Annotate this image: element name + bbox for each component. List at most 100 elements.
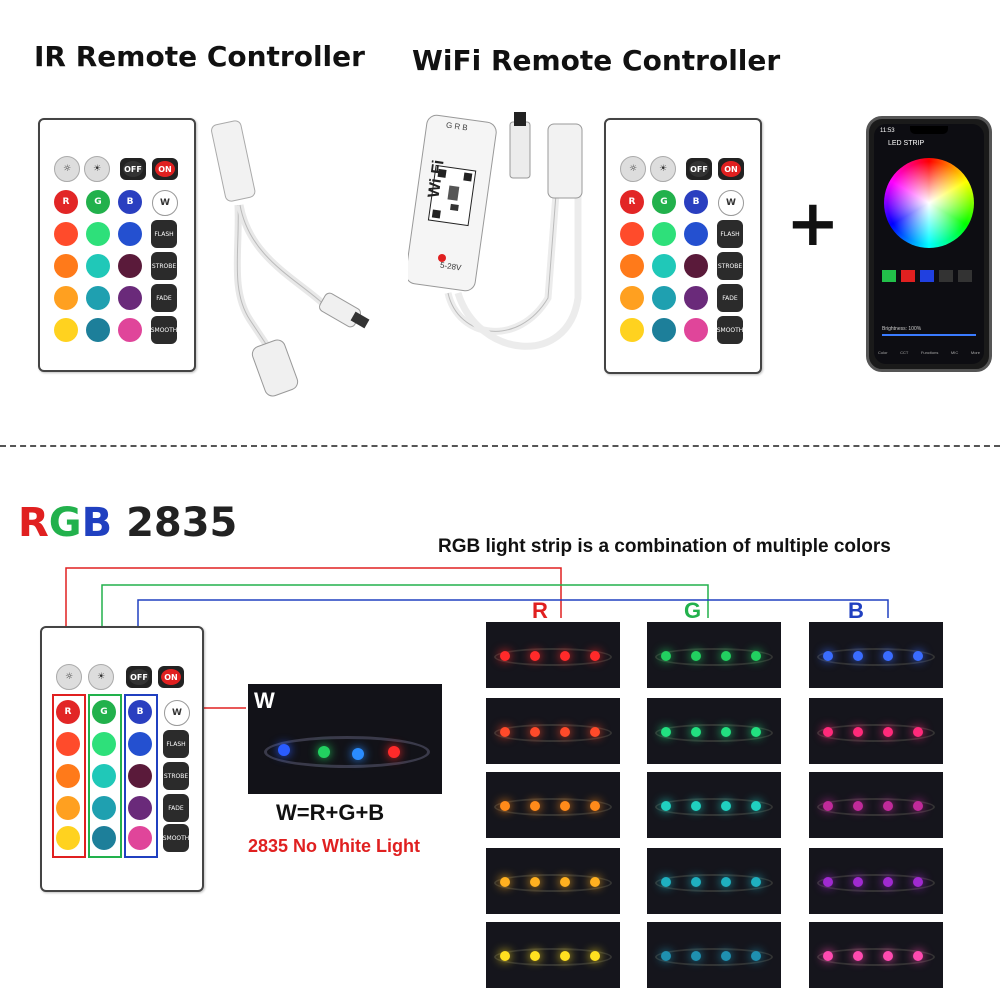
strip-photo bbox=[809, 698, 943, 764]
r-button: R bbox=[56, 700, 80, 724]
led-glow bbox=[721, 727, 731, 737]
led-glow bbox=[590, 801, 600, 811]
w-button: W bbox=[718, 190, 744, 216]
color-button bbox=[56, 796, 80, 820]
g-button: G bbox=[652, 190, 676, 214]
color-button bbox=[118, 318, 142, 342]
rgb-text: RGB bbox=[18, 500, 113, 546]
strip-ring bbox=[655, 948, 773, 966]
color-button bbox=[652, 286, 676, 310]
nav-mic[interactable]: MIC bbox=[950, 350, 959, 355]
led-glow bbox=[823, 651, 833, 661]
off-button: OFF bbox=[120, 158, 146, 180]
led-glow bbox=[530, 727, 540, 737]
color-button bbox=[684, 254, 708, 278]
smooth-button: SMOOTH bbox=[717, 316, 743, 344]
led-glow bbox=[388, 746, 400, 758]
strip-photo bbox=[486, 622, 620, 688]
strobe-button: STROBE bbox=[717, 252, 743, 280]
color-button bbox=[652, 254, 676, 278]
color-button bbox=[620, 286, 644, 310]
led-glow bbox=[913, 651, 923, 661]
nav-functions[interactable]: Functions bbox=[920, 350, 939, 355]
color-wheel[interactable] bbox=[884, 158, 974, 248]
nav-color[interactable]: Color bbox=[878, 350, 888, 355]
strip-photo bbox=[486, 698, 620, 764]
color-button bbox=[54, 318, 78, 342]
brightness-down-icon: ☀ bbox=[88, 664, 114, 690]
preset-empty-swatch[interactable] bbox=[939, 270, 953, 282]
strip-ring bbox=[655, 798, 773, 816]
led-glow bbox=[751, 801, 761, 811]
led-glow bbox=[883, 727, 893, 737]
color-button bbox=[92, 796, 116, 820]
led-glow bbox=[853, 727, 863, 737]
color-button bbox=[652, 222, 676, 246]
led-glow bbox=[530, 951, 540, 961]
g-button: G bbox=[86, 190, 110, 214]
led-glow bbox=[913, 801, 923, 811]
combination-caption: RGB light strip is a combination of mult… bbox=[438, 536, 891, 557]
nav-cct[interactable]: CCT bbox=[900, 350, 909, 355]
color-button bbox=[92, 764, 116, 788]
led-glow bbox=[318, 746, 330, 758]
preset-empty-swatch[interactable] bbox=[958, 270, 972, 282]
led-glow bbox=[661, 951, 671, 961]
preset-red-swatch[interactable] bbox=[901, 270, 915, 282]
led-glow bbox=[853, 877, 863, 887]
led-glow bbox=[913, 877, 923, 887]
brightness-slider[interactable] bbox=[882, 334, 976, 336]
led-glow bbox=[661, 651, 671, 661]
color-button bbox=[128, 732, 152, 756]
strip-ring bbox=[817, 874, 935, 892]
led-glow bbox=[530, 877, 540, 887]
led-glow bbox=[721, 801, 731, 811]
led-glow bbox=[691, 801, 701, 811]
on-button: ON bbox=[718, 158, 744, 180]
color-button bbox=[128, 764, 152, 788]
led-glow bbox=[500, 727, 510, 737]
color-button bbox=[56, 764, 80, 788]
preset-blue-swatch[interactable] bbox=[920, 270, 934, 282]
strip-photo bbox=[647, 848, 781, 914]
g-button: G bbox=[92, 700, 116, 724]
color-button bbox=[128, 796, 152, 820]
preset-green-swatch[interactable] bbox=[882, 270, 896, 282]
wifi-remote-heading: WiFi Remote Controller bbox=[412, 44, 781, 77]
on-button: ON bbox=[158, 666, 184, 688]
brightness-up-icon: ☼ bbox=[620, 156, 646, 182]
strip-ring bbox=[494, 648, 612, 666]
strip-photo bbox=[647, 698, 781, 764]
led-glow bbox=[691, 727, 701, 737]
color-button bbox=[86, 318, 110, 342]
column-label-r: R bbox=[532, 598, 548, 623]
strip-ring bbox=[817, 948, 935, 966]
strip-ring bbox=[817, 648, 935, 666]
flash-button: FLASH bbox=[151, 220, 177, 248]
strip-photo bbox=[486, 922, 620, 988]
fade-button: FADE bbox=[163, 794, 189, 822]
color-button bbox=[684, 286, 708, 310]
color-button bbox=[54, 222, 78, 246]
strobe-button: STROBE bbox=[151, 252, 177, 280]
brightness-up-icon: ☼ bbox=[56, 664, 82, 690]
led-glow bbox=[853, 801, 863, 811]
smooth-button: SMOOTH bbox=[151, 316, 177, 344]
led-glow bbox=[823, 727, 833, 737]
led-glow bbox=[530, 801, 540, 811]
led-glow bbox=[853, 651, 863, 661]
led-glow bbox=[913, 951, 923, 961]
phone-notch bbox=[910, 126, 948, 134]
brightness-down-icon: ☀ bbox=[84, 156, 110, 182]
led-glow bbox=[560, 877, 570, 887]
color-button bbox=[56, 732, 80, 756]
green-column-outline bbox=[88, 694, 122, 858]
strip-ring bbox=[494, 724, 612, 742]
color-button bbox=[684, 318, 708, 342]
nav-more[interactable]: More bbox=[970, 350, 980, 355]
wifi-remote: ☼ ☀ OFF ON R G B W FLASH STROBE FADE SMO… bbox=[604, 118, 762, 374]
strip-ring bbox=[655, 724, 773, 742]
led-glow bbox=[661, 727, 671, 737]
led-glow bbox=[560, 727, 570, 737]
led-glow bbox=[500, 951, 510, 961]
